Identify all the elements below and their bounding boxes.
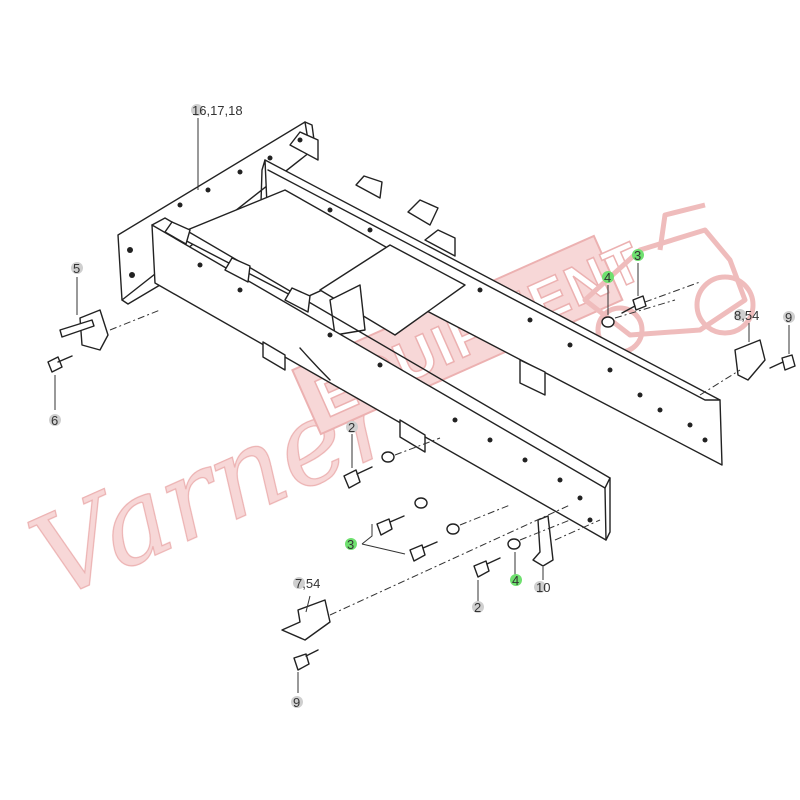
callout-marker: [602, 271, 614, 283]
callout-marker: [191, 104, 203, 116]
callout-label: 4: [510, 573, 522, 588]
frame-assembly: [117, 121, 723, 541]
assembly-lines: [109, 281, 741, 616]
callout-label: 9: [291, 695, 303, 710]
svg-text:2: 2: [474, 600, 481, 615]
bolt-part-9-bottom: [293, 649, 319, 671]
callout-label: 8,54: [734, 308, 759, 323]
svg-text:7,54: 7,54: [295, 576, 320, 591]
washer-part-4-top: [601, 316, 615, 328]
callout-marker: [49, 414, 61, 426]
svg-text:4: 4: [512, 573, 519, 588]
callout-label: 7,54: [293, 576, 320, 591]
callout-marker: [293, 577, 305, 589]
bracket-part-5: [59, 309, 109, 351]
bolt-part-2-bottom: [473, 538, 521, 578]
callout-marker: [510, 574, 522, 586]
clamp-part-10: [532, 515, 554, 567]
svg-text:3: 3: [634, 248, 641, 263]
svg-text:4: 4: [604, 270, 611, 285]
svg-text:3: 3: [347, 537, 354, 552]
callout-label: 4: [602, 270, 614, 285]
svg-text:9: 9: [293, 695, 300, 710]
callout-label: 9: [783, 310, 795, 325]
callout-label: 2: [472, 600, 484, 615]
bolt-part-2-left: [343, 451, 395, 489]
bolt-part-3-pair: [376, 497, 460, 562]
bracket-part-7: [281, 599, 331, 641]
callout-label: 5: [71, 261, 83, 276]
callout-label: 3: [345, 537, 357, 552]
svg-text:9: 9: [785, 310, 792, 325]
callout-label: 16,17,18: [191, 103, 243, 118]
svg-text:6: 6: [51, 413, 58, 428]
svg-text:5: 5: [73, 261, 80, 276]
svg-text:10: 10: [536, 580, 550, 595]
callout-marker: [291, 696, 303, 708]
svg-text:2: 2: [348, 420, 355, 435]
callout-marker: [346, 421, 358, 433]
bolt-part-3-top: [621, 295, 647, 314]
callout-label: 6: [49, 413, 61, 428]
svg-text:16,17,18: 16,17,18: [192, 103, 243, 118]
callout-marker: [632, 249, 644, 261]
callout-marker: [345, 538, 357, 550]
bolt-part-9-right: [769, 354, 796, 371]
callout-marker: [734, 309, 746, 321]
callout-marker: [472, 601, 484, 613]
leader-lines: [54, 118, 790, 693]
callout-label: 2: [346, 420, 358, 435]
svg-text:8,54: 8,54: [734, 308, 759, 323]
bolt-part-6: [47, 355, 73, 373]
callout-marker: [783, 311, 795, 323]
callout-label: 3: [632, 248, 644, 263]
callout-marker: [71, 262, 83, 274]
bracket-part-8: [734, 339, 766, 381]
callout-label: 10: [534, 580, 550, 595]
callout-marker: [534, 581, 546, 593]
